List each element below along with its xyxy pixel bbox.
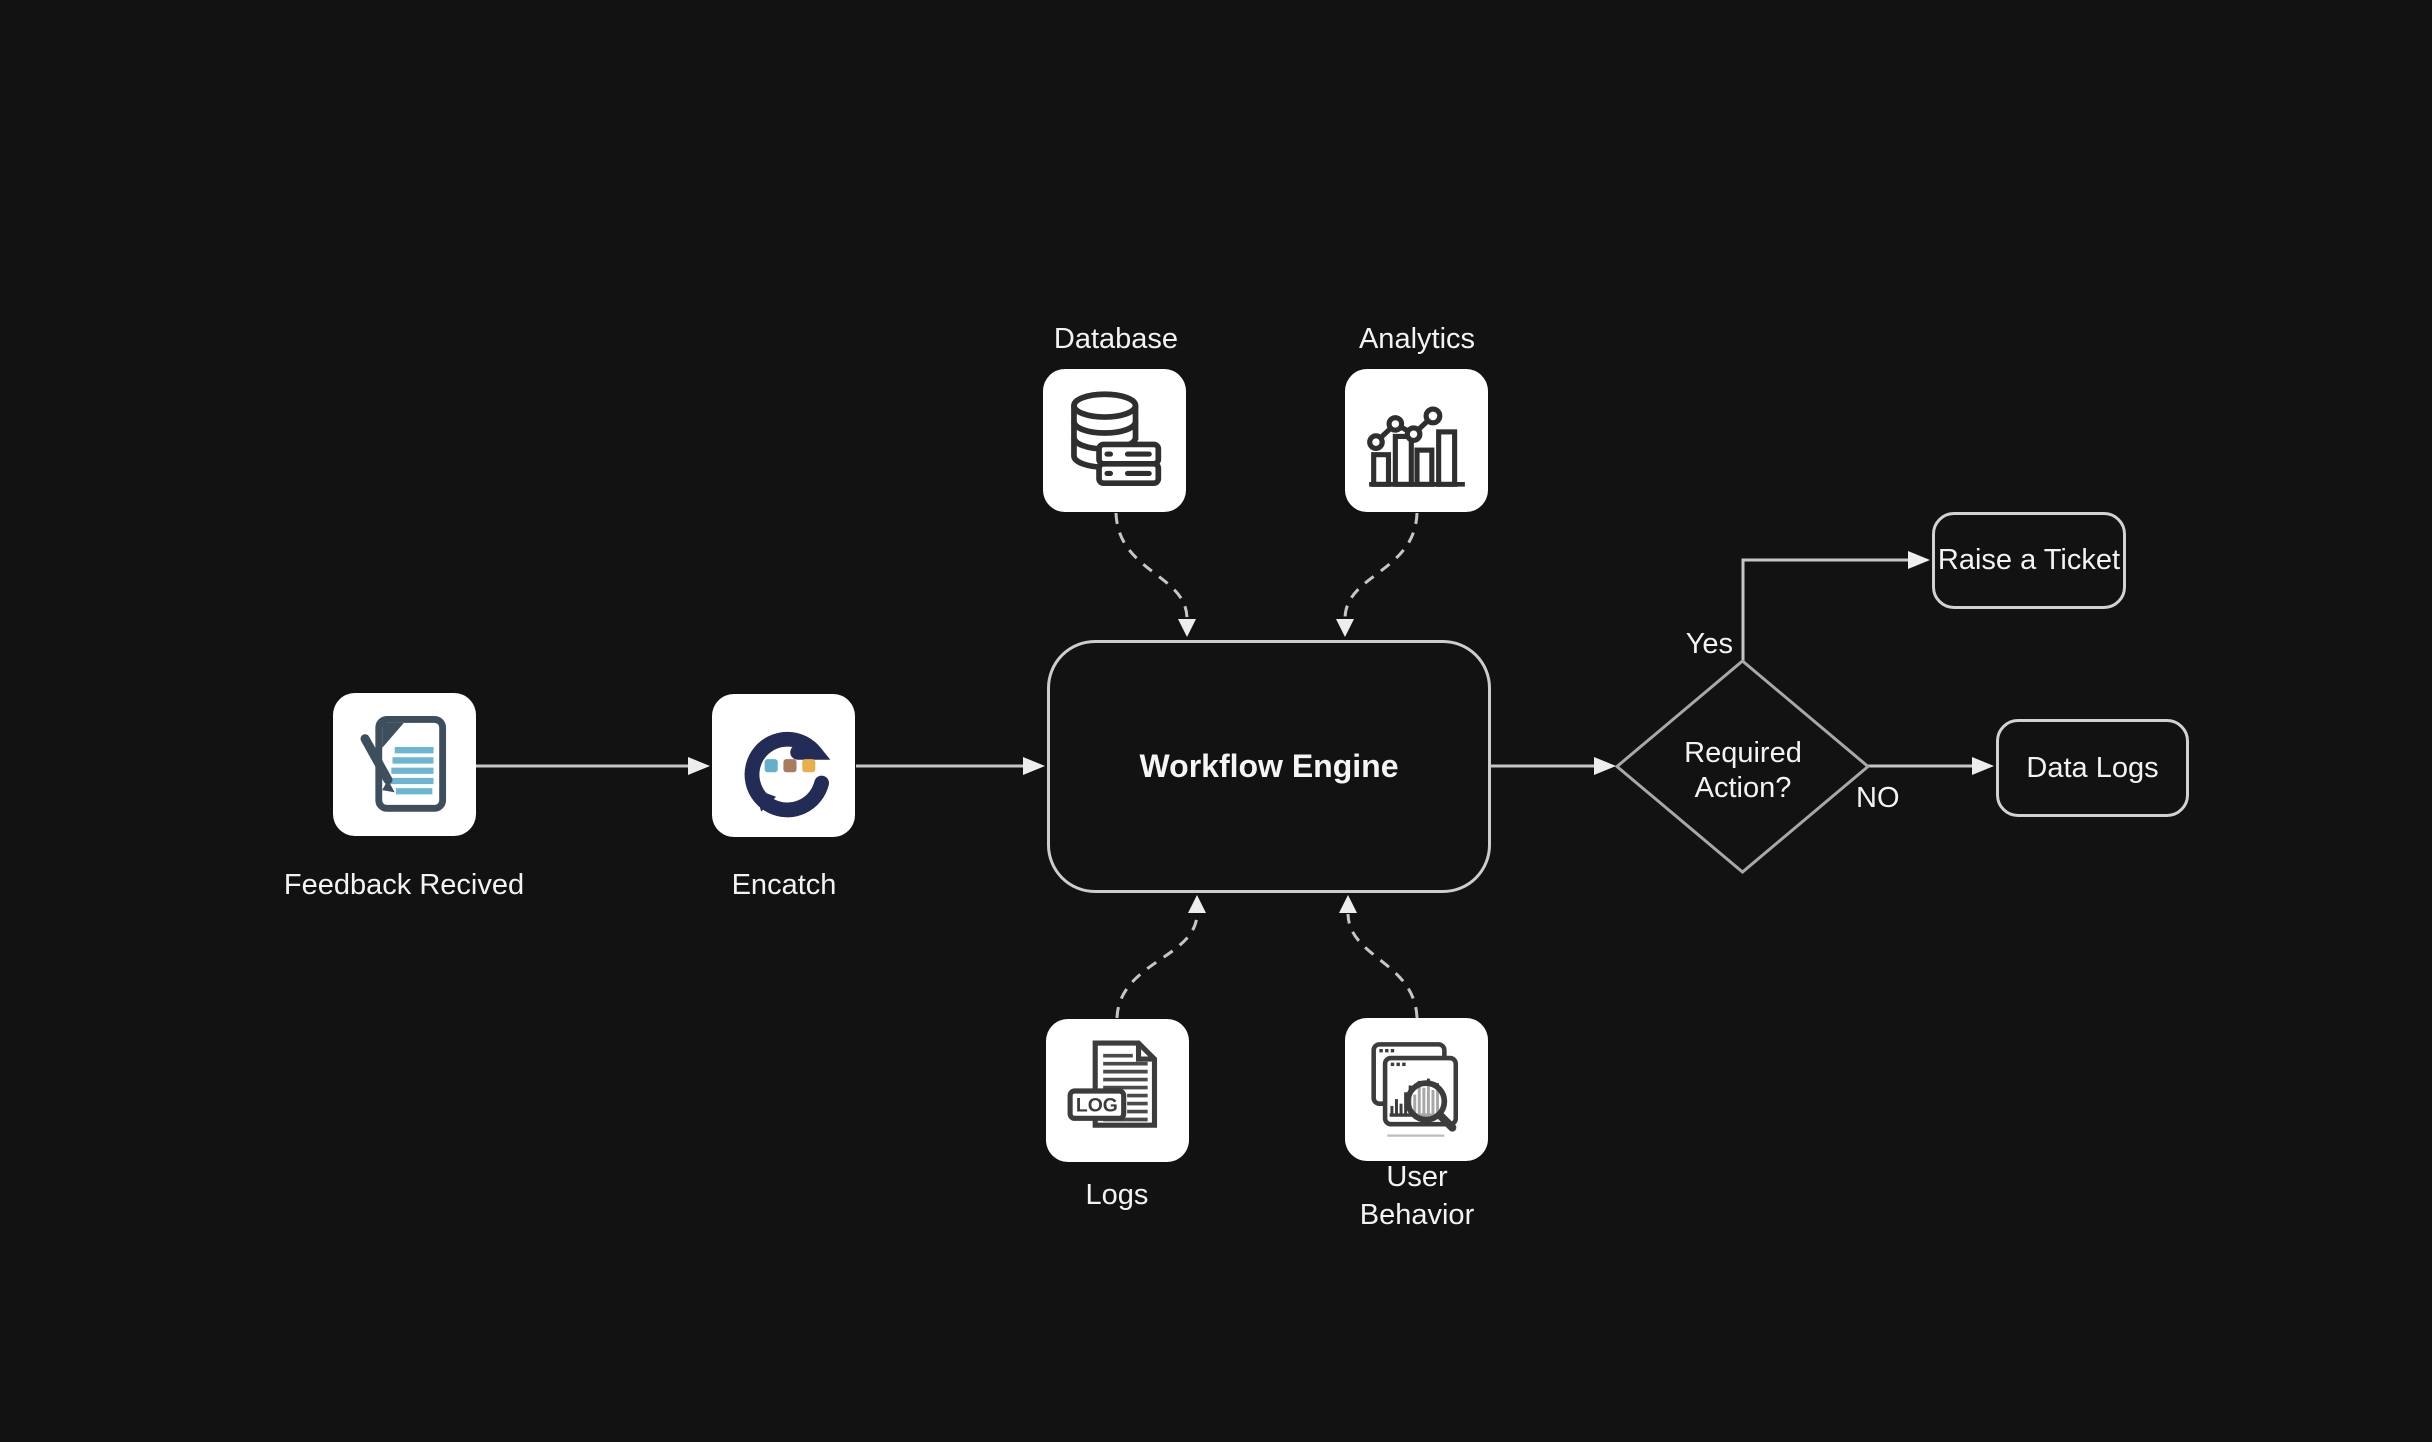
analytics-node[interactable] [1345, 369, 1488, 512]
log-file-icon: LOG [1067, 1040, 1157, 1128]
database-node[interactable] [1043, 369, 1186, 512]
arrowhead-behavior-in [1339, 895, 1357, 913]
user-behavior-icon [1370, 1041, 1458, 1137]
analytics-chart-icon [1366, 406, 1465, 487]
arrowhead-engine-left [1023, 757, 1045, 775]
database-icon [1070, 390, 1161, 486]
arrowhead-encatch [688, 757, 710, 775]
edge-analytics-to-engine [1343, 512, 1419, 619]
encatch-label: Encatch [731, 869, 837, 901]
workflow-engine-label: Workflow Engine [1139, 748, 1399, 784]
data-logs-node[interactable]: Data Logs [1996, 719, 2189, 817]
arrowheads [688, 551, 1994, 913]
user-behavior-node[interactable] [1345, 1018, 1488, 1161]
workflow-engine-node[interactable]: Workflow Engine [1047, 640, 1491, 893]
encatch-logo-icon [744, 731, 830, 817]
logs-label: Logs [1085, 1179, 1149, 1211]
feedback-node[interactable] [333, 693, 476, 836]
raise-ticket-label: Raise a Ticket [1937, 544, 2121, 576]
arrowhead-analytics-in [1336, 619, 1354, 637]
arrowhead-decision [1594, 757, 1616, 775]
yes-edge-label: Yes [1685, 628, 1733, 660]
edge-database-to-engine [1114, 512, 1189, 619]
data-logs-label: Data Logs [2026, 751, 2159, 784]
arrowhead-logs-in [1188, 895, 1206, 913]
feedback-note-icon [360, 715, 446, 812]
analytics-label: Analytics [1358, 323, 1476, 355]
database-label: Database [1053, 323, 1179, 355]
arrowhead-raise-ticket [1908, 551, 1930, 569]
logs-node[interactable]: LOG [1046, 1019, 1189, 1162]
decision-diamond[interactable] [1614, 659, 1871, 874]
arrowhead-database-in [1178, 619, 1196, 637]
encatch-node[interactable] [712, 694, 855, 837]
log-badge-text: LOG [1075, 1094, 1117, 1116]
raise-ticket-node[interactable]: Raise a Ticket [1932, 512, 2126, 609]
arrowhead-data-logs [1972, 757, 1994, 775]
edge-behavior-to-engine [1346, 913, 1419, 1019]
no-edge-label: NO [1856, 782, 1900, 814]
feedback-label: Feedback Recived [283, 869, 525, 901]
edge-decision-yes-to-ticket [1741, 558, 1913, 661]
edge-logs-to-engine [1115, 913, 1199, 1019]
